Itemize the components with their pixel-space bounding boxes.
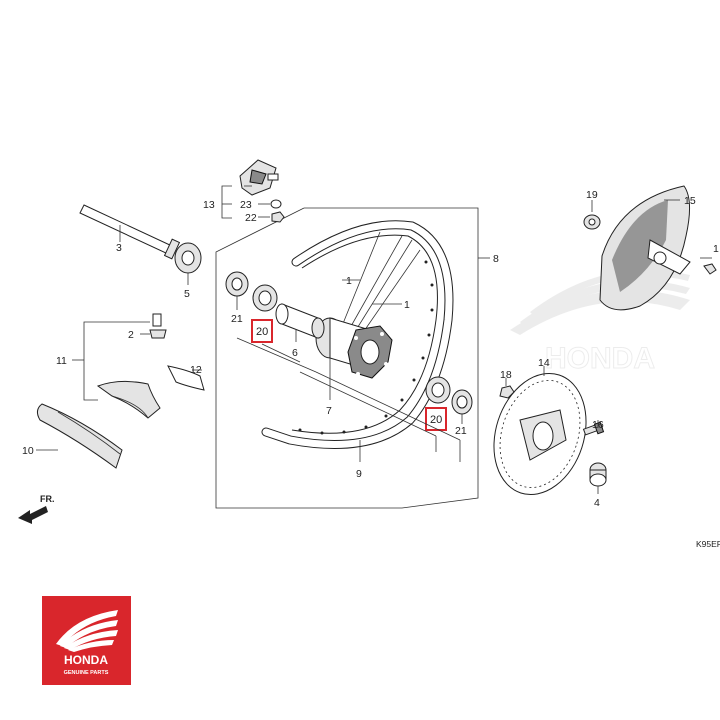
wheel-rim-part [261,220,454,449]
callout-12: 12 [190,364,202,376]
logo-brand: HONDA [64,653,108,667]
rim-band-part [167,365,205,391]
bearing-right [425,376,451,404]
callout-11: 11 [56,355,67,367]
hub-part [315,317,393,379]
dust-seal-right [451,389,473,415]
callout-1a: 1 [346,275,352,287]
inner-tube-part [96,380,161,419]
highlight-box-left [251,319,273,343]
callout-8: 8 [493,253,499,265]
diagram-code: K95EF [696,539,720,549]
callout-19: 19 [586,189,598,201]
honda-genuine-parts-logo: HONDA GENUINE PARTS [42,596,131,685]
callout-2: 2 [128,329,134,341]
callout-4: 4 [594,497,600,509]
callout-15: 15 [684,195,696,207]
callout-20b: 20 [430,414,442,426]
disc-cover-part [599,185,691,311]
callout-18: 18 [500,369,512,381]
callout-6: 6 [292,347,298,359]
callout-21a: 21 [231,313,243,325]
bolt-17-part [703,263,717,275]
wheel-assembly-box [215,207,479,509]
washer-23 [270,199,282,209]
collar-19-part [583,214,601,230]
dust-seal-left [225,271,249,297]
bolt-18-part [499,385,515,399]
callout-7: 7 [326,405,332,417]
callout-5: 5 [184,288,190,300]
callout-16: 16 [592,419,604,431]
valve-part [149,313,167,339]
callout-9: 9 [356,468,362,480]
callout-23: 23 [240,199,252,211]
watermark-text: HONDA [545,342,655,375]
front-direction-arrow-icon [18,506,48,524]
sensor-bracket-part [239,159,279,196]
brake-disc-part [493,372,587,496]
front-direction-label: FR. [40,494,55,504]
logo-tagline: GENUINE PARTS [64,670,109,676]
nut-22 [271,211,285,223]
callout-14: 14 [538,357,550,369]
callout-10: 10 [22,445,34,457]
collar-5-part [174,242,202,274]
bearing-left [252,284,278,312]
callout-3: 3 [116,242,122,254]
tire-part [36,403,123,469]
callout-22: 22 [245,212,257,224]
honda-wing-icon [56,610,118,652]
callout-20a: 20 [256,326,268,338]
highlight-box-right [425,407,447,431]
callout-13: 13 [203,199,215,211]
collar-4-part [589,462,607,487]
callout-1b: 1 [404,299,410,311]
distance-collar-part [275,303,325,339]
axle-part [79,204,181,260]
callout-17: 1 [713,243,719,255]
callout-21b: 21 [455,425,467,437]
